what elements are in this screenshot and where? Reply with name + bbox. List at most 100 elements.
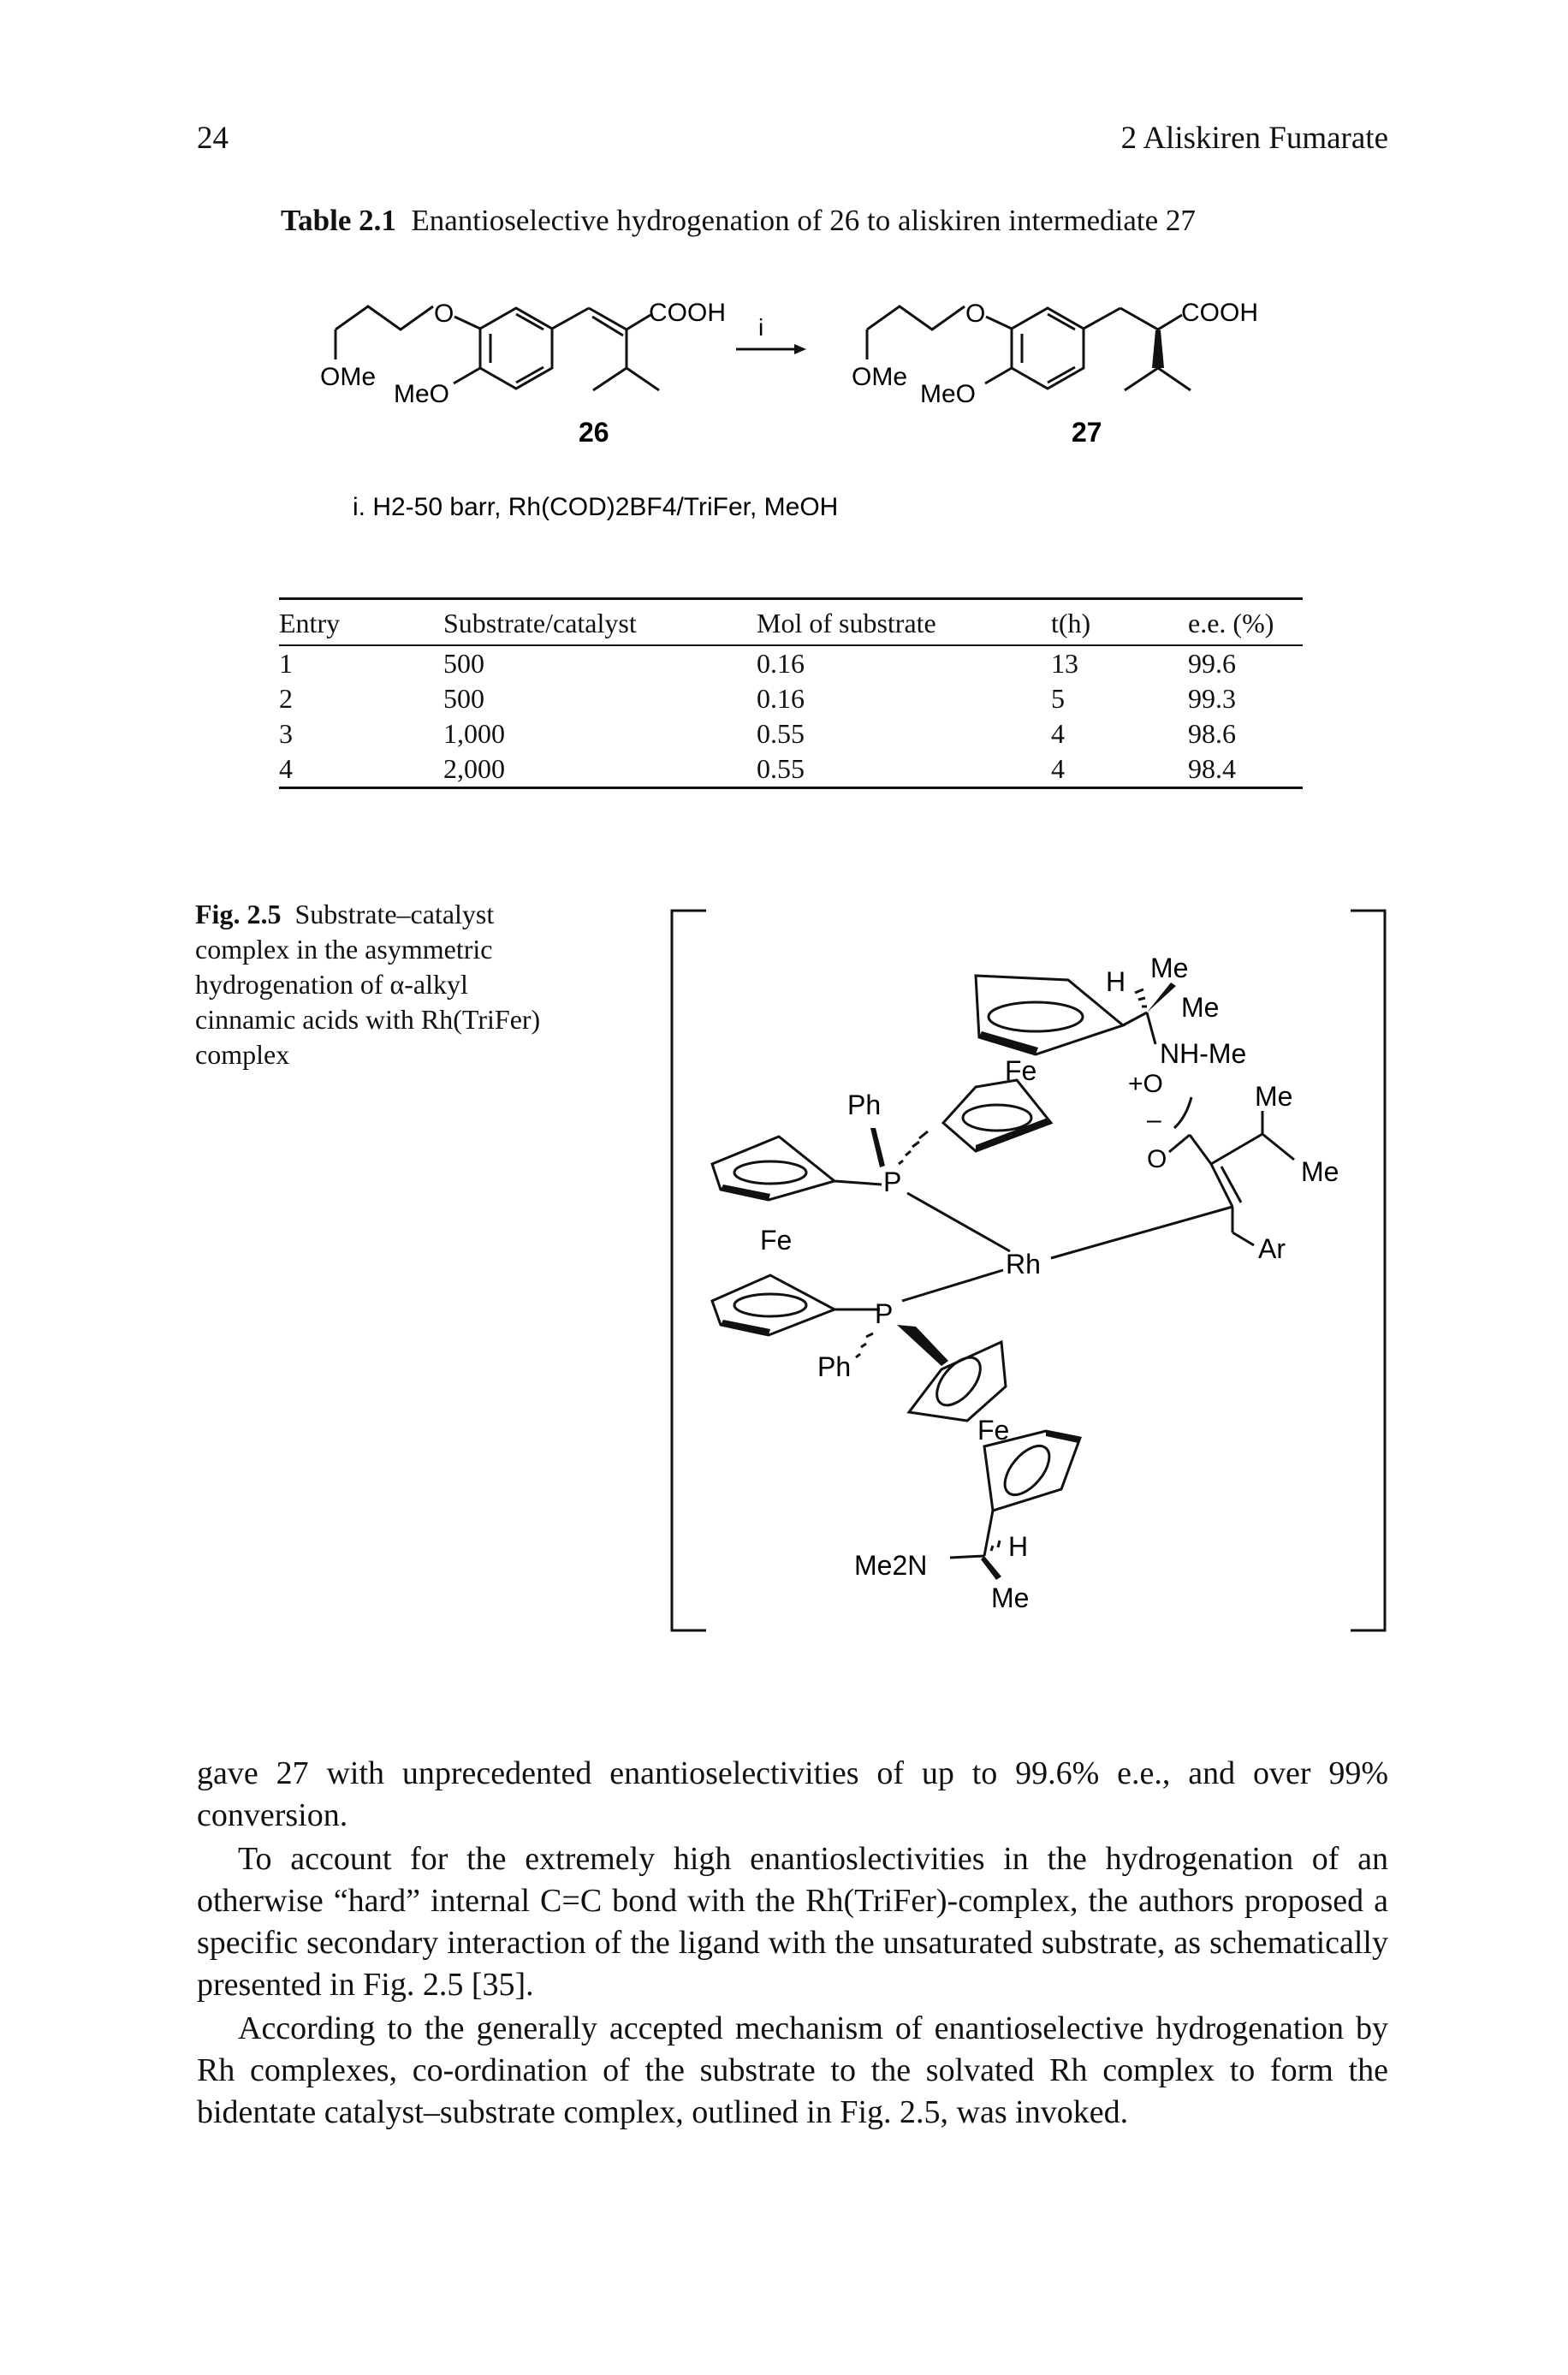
body-text: gave 27 with unprecedented enantioselect… [197,1753,1388,2134]
me2n-side-chain [949,1510,995,1559]
table-cell: 4 [1051,717,1065,749]
figure-caption: Fig. 2.5 Substrate–catalyst complex in t… [195,897,555,1072]
side-chain-h-label: H [1106,966,1126,997]
lower-p-hash-bond [855,1332,874,1359]
table-cell: 0.16 [757,682,805,714]
column-header: Mol of substrate [757,608,936,638]
left-cp-ring [710,1135,838,1202]
reaction-arrow-label: i [758,314,763,341]
substrate-o-label: O [434,300,454,328]
side-chain-wedge [1147,983,1176,1012]
column-header: Substrate/catalyst [443,608,637,638]
table-cell: 99.6 [1188,647,1236,679]
me2n-h-label: H [1008,1531,1028,1562]
rh-trifer-complex-figure: H Me Me NH-Me Fe +O – O Me Me Ar Ph P [670,909,1387,1632]
table-row: 4 2,000 0.55 4 98.4 [279,751,1303,788]
lower-ph-label: Ph [817,1351,851,1382]
table-row: 2 500 0.16 5 99.3 [279,681,1303,716]
upper-p-hash-bond [898,1130,929,1166]
table-cell: 0.16 [757,647,805,679]
table-cell: 98.4 [1188,752,1236,784]
upper-p-label: P [883,1167,901,1197]
lower-cp-ring [906,1339,1007,1422]
upper-ph-wedge [870,1128,885,1167]
upper-cp-ring-2-edge [976,1118,1051,1151]
substrate-me-label: Me [1255,1081,1292,1112]
left-cp-ring-2 [710,1274,838,1337]
carboxylate-o-label: O [1147,1145,1167,1173]
substrate-meo-label: MeO [394,380,449,408]
nh-me-label: NH-Me [1160,1038,1246,1069]
me2n-hash-bond [989,1540,1001,1552]
cp-p-bond [834,1179,882,1186]
product-27-structure [865,305,1191,392]
paragraph: According to the generally accepted mech… [197,2010,1388,2130]
side-chain-me-label: Me [1150,953,1188,983]
paragraph: gave 27 with unprecedented enantioselect… [197,1755,1388,1833]
reaction-scheme: OMe O MeO COOH 26 i OMe O MeO COOH 27 i.… [320,299,1258,521]
substrate-ome-label: OMe [320,363,376,391]
product-o-label: O [965,300,985,328]
reaction-conditions: i. H2-50 barr, Rh(COD)2BF4/TriFer, MeOH [353,493,838,521]
side-chain-hash-bond [1134,988,1147,1008]
column-header: t(h) [1051,608,1091,638]
substrate-bonds [1168,1096,1295,1247]
hydrogenation-table: Entry Substrate/catalyst Mol of substrat… [279,597,1303,789]
table-cell: 13 [1051,647,1078,679]
compound-27-label: 27 [1072,417,1102,448]
table-row: 1 500 0.16 13 99.6 [279,645,1303,681]
upper-cp-ring [974,974,1126,1056]
lower-cp-wedge [897,1325,948,1366]
lower-cp-ring-2 [983,1429,1083,1512]
substrate-26-structure [334,305,660,392]
me2n-me-label: Me [991,1582,1029,1613]
figure-brackets [670,909,1387,1632]
side-chain-me2-label: Me [1181,992,1219,1023]
left-cp-ring-edge [721,1185,770,1200]
product-meo-label: MeO [920,380,976,408]
compound-26-label: 26 [579,417,609,448]
figure-caption-label: Fig. 2.5 [195,899,282,929]
table-cell: 2,000 [443,752,505,784]
table-cell: 0.55 [757,752,805,784]
table-cell: 98.6 [1188,717,1236,749]
lower-p-label: P [875,1298,893,1329]
paragraph: To account for the extremely high enanti… [197,1841,1388,2003]
table-cell: 2 [279,682,293,714]
left-cp-ring-2-edge [721,1320,770,1335]
table-cell: 99.3 [1188,682,1236,714]
minus-label: – [1147,1106,1161,1134]
table-cell: 3 [279,717,293,749]
table-cell: 1 [279,647,293,679]
ar-label: Ar [1258,1233,1286,1264]
rh-bonds [901,1191,1233,1303]
figure-caption-text: Substrate–catalyst complex in the asymme… [195,899,541,1070]
product-ome-label: OMe [852,363,907,391]
running-head: 2 Aliskiren Fumarate [1120,121,1388,156]
table-cell: 1,000 [443,717,505,749]
upper-cp-ring-edge [979,1031,1038,1054]
table-cell: 4 [279,752,293,784]
table-cell: 500 [443,647,484,679]
table-header-row: Entry Substrate/catalyst Mol of substrat… [279,598,1303,645]
rh-label: Rh [1006,1249,1041,1280]
chiral-side-chain [1122,1011,1157,1045]
reaction-arrow [736,344,806,354]
substrate-me2-label: Me [1301,1156,1339,1187]
product-wedge-bond [1152,330,1164,368]
substrate-cooh-label: COOH [649,299,726,327]
table-cell: 500 [443,682,484,714]
me2n-wedge [981,1556,1001,1580]
plus-o-label: +O [1128,1070,1163,1098]
upper-cp-ring-2 [941,1078,1054,1153]
column-header: e.e. (%) [1188,608,1274,638]
me2n-label: Me2N [854,1550,927,1581]
page-number: 24 [197,121,229,156]
column-header: Entry [279,608,341,638]
table-caption: Table 2.1 Enantioselective hydrogenation… [281,204,1196,238]
lower-cp-ring-2-edge [1046,1431,1080,1443]
table-cell: 5 [1051,682,1065,714]
table-caption-text: Enantioselective hydrogenation of 26 to … [411,204,1196,237]
table-cell: 4 [1051,752,1065,784]
table-row: 3 1,000 0.55 4 98.6 [279,716,1303,751]
